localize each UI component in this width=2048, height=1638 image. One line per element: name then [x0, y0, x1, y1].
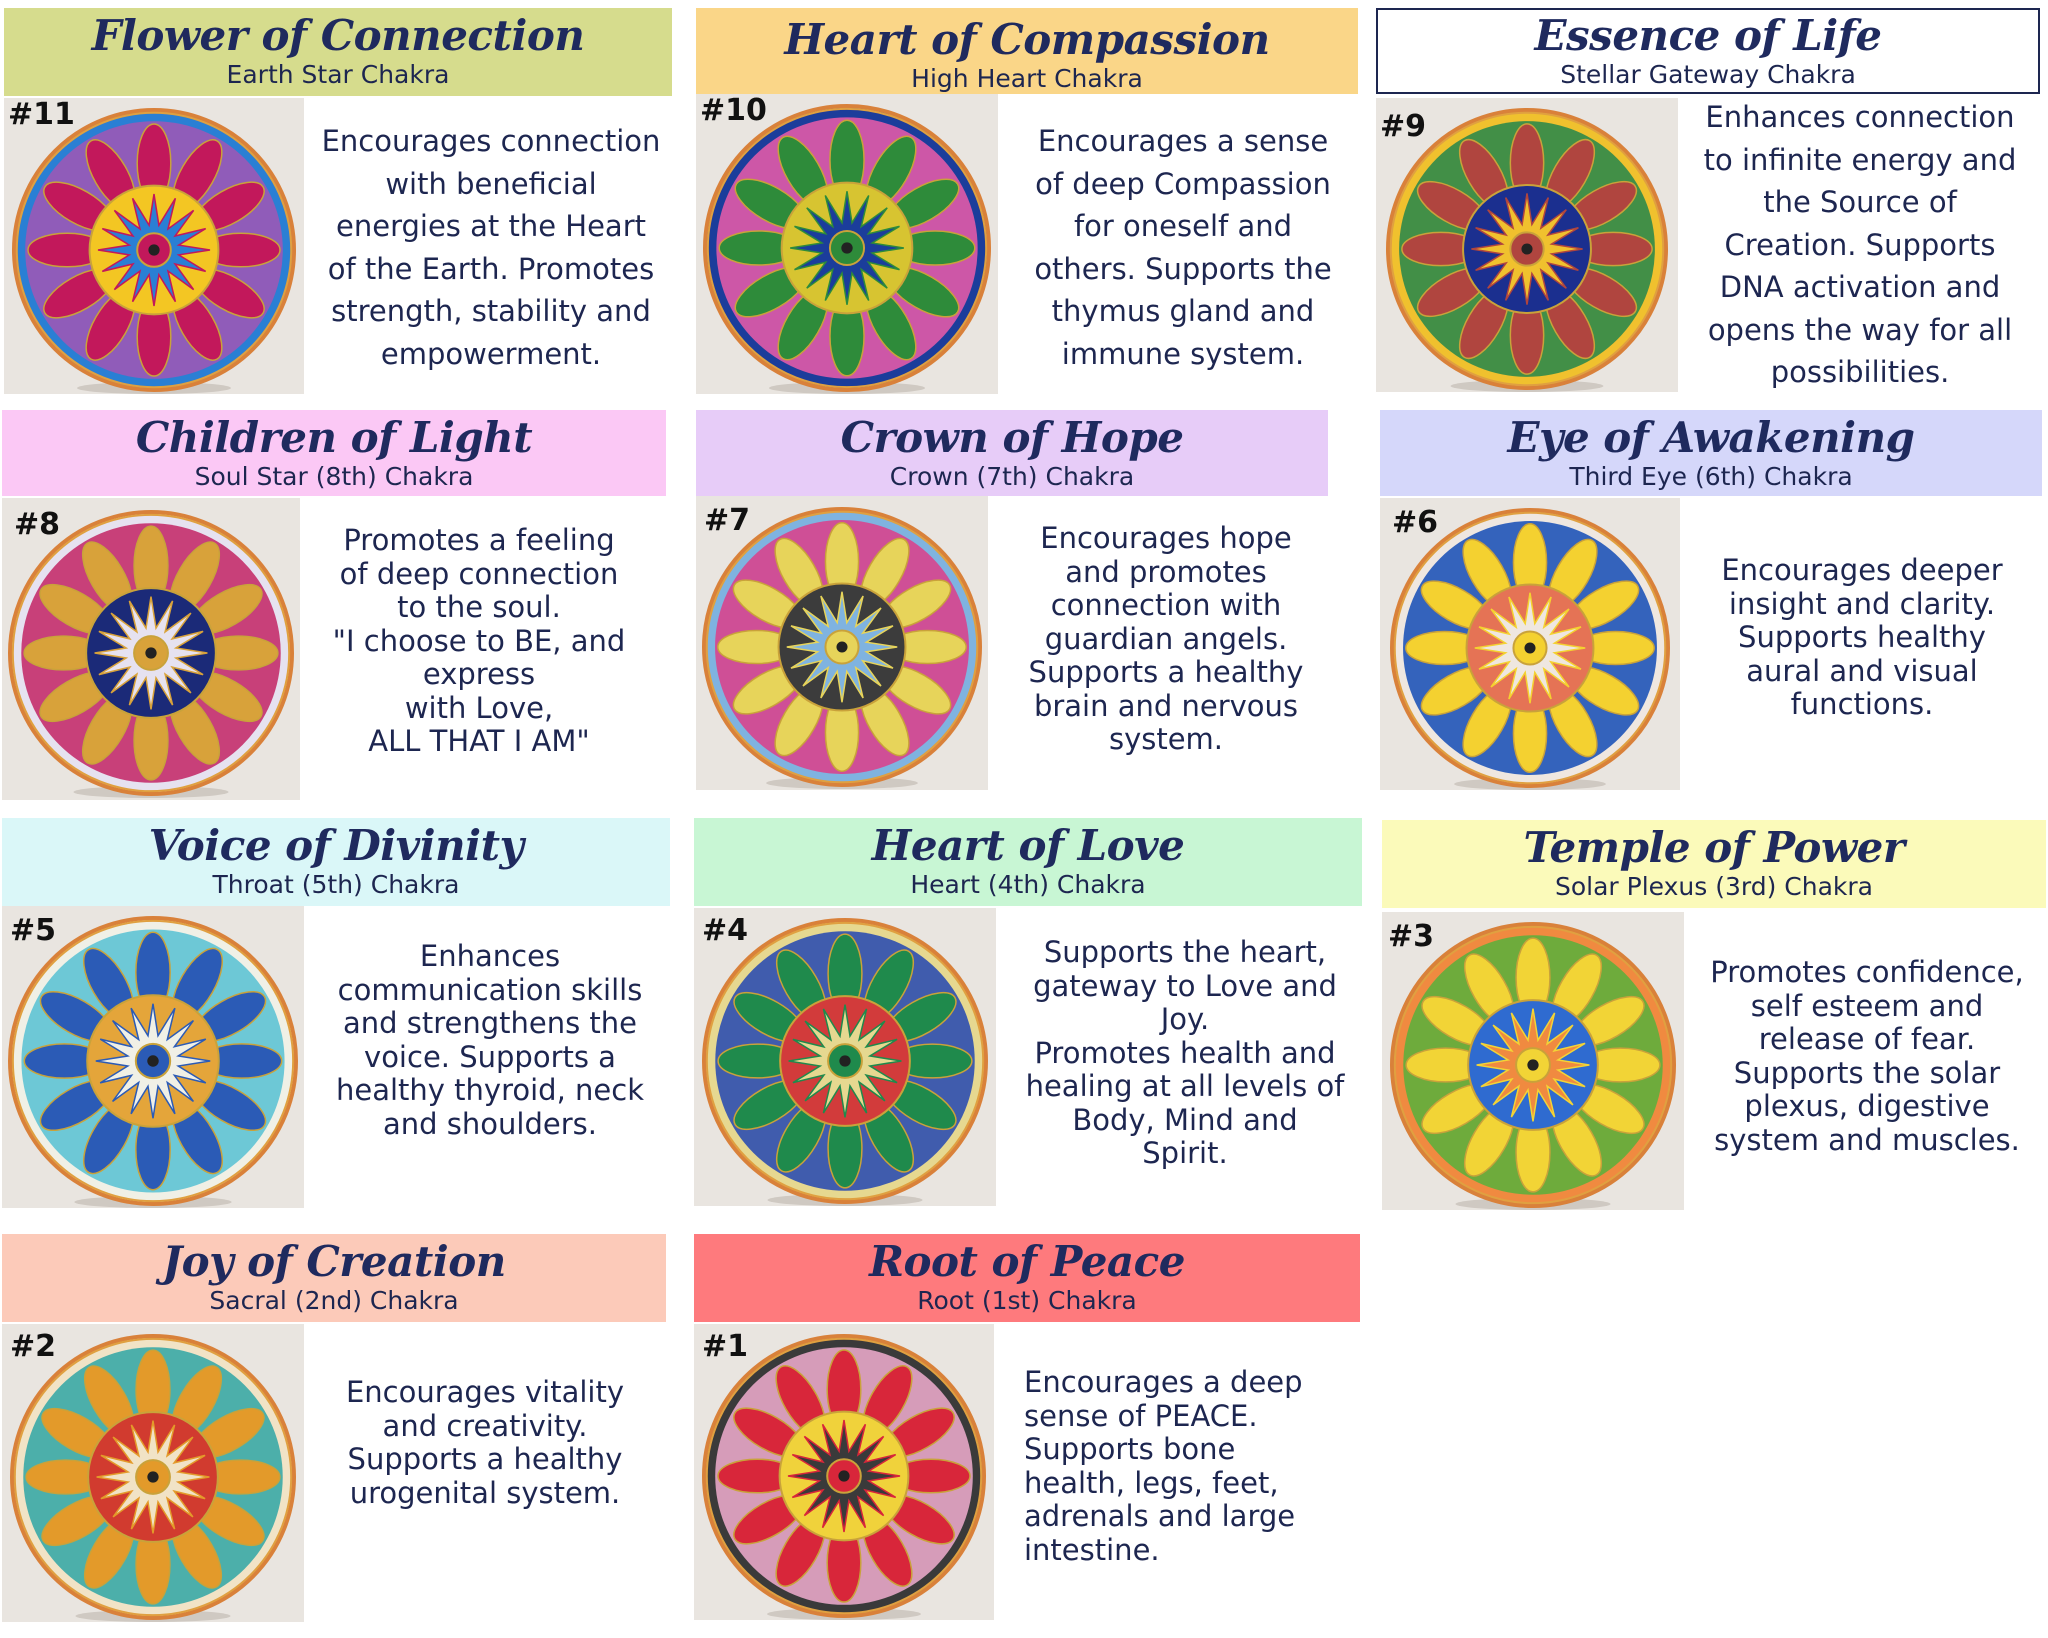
card-banner: Flower of Connection Earth Star Chakra: [4, 8, 672, 96]
plate-photo: #1: [694, 1324, 994, 1620]
card-banner: Heart of Compassion High Heart Chakra: [696, 8, 1358, 94]
plate-photo: #11: [4, 98, 304, 394]
plate-number: #5: [10, 913, 57, 948]
card-title: Heart of Love: [871, 821, 1185, 870]
mandala-plate-image: [8, 510, 294, 798]
mandala-plate-image: [702, 507, 982, 789]
card-eye-of-awakening: Eye of Awakening Third Eye (6th) Chakra …: [1380, 410, 2042, 794]
plate-number: #2: [10, 1329, 57, 1364]
plate-number: #8: [14, 507, 61, 542]
card-essence-of-life: Essence of Life Stellar Gateway Chakra #…: [1376, 8, 2040, 392]
card-subtitle: Earth Star Chakra: [226, 60, 450, 89]
card-banner: Joy of Creation Sacral (2nd) Chakra: [2, 1234, 666, 1322]
card-title: Joy of Creation: [162, 1237, 506, 1286]
plate-photo: #9: [1376, 98, 1678, 392]
mandala-plate-image: [703, 104, 991, 394]
card-root-of-peace: Root of Peace Root (1st) Chakra #1 Encou…: [694, 1234, 1360, 1624]
card-title: Eye of Awakening: [1507, 413, 1915, 462]
card-banner: Essence of Life Stellar Gateway Chakra: [1376, 8, 2040, 94]
mandala-plate-image: [1390, 922, 1676, 1210]
card-banner: Crown of Hope Crown (7th) Chakra: [696, 410, 1328, 496]
card-description: Encourages vitality and creativity. Supp…: [345, 1375, 625, 1510]
card-subtitle: Heart (4th) Chakra: [910, 870, 1146, 899]
plate-photo: #2: [2, 1324, 304, 1622]
card-banner: Voice of Divinity Throat (5th) Chakra: [2, 818, 670, 906]
plate-number: #11: [8, 98, 75, 132]
mandala-plate-image: [1386, 108, 1668, 392]
plate-number: #3: [1388, 919, 1435, 954]
plate-photo: #7: [696, 496, 988, 790]
card-subtitle: Crown (7th) Chakra: [889, 462, 1135, 491]
card-description: Encourages a sense of deep Compassion fo…: [1034, 124, 1332, 371]
card-voice-of-divinity: Voice of Divinity Throat (5th) Chakra #5…: [2, 818, 670, 1210]
card-subtitle: Stellar Gateway Chakra: [1560, 60, 1856, 89]
mandala-plate-image: [1390, 508, 1670, 790]
card-crown-of-hope: Crown of Hope Crown (7th) Chakra #7 Enco…: [696, 410, 1328, 794]
card-subtitle: Sacral (2nd) Chakra: [209, 1286, 459, 1315]
mandala-plate-image: [12, 108, 296, 394]
plate-number: #9: [1380, 109, 1427, 144]
card-banner: Heart of Love Heart (4th) Chakra: [694, 818, 1362, 906]
card-description: Encourages a deep sense of PEACE. Suppor…: [1024, 1365, 1303, 1567]
mandala-plate-image: [702, 918, 988, 1206]
mandala-plate-image: [10, 1334, 296, 1622]
card-description: Encourages hope and promotes connection …: [1028, 521, 1304, 756]
card-subtitle: Third Eye (6th) Chakra: [1569, 462, 1853, 491]
plate-number: #4: [702, 913, 749, 948]
plate-photo: #4: [694, 908, 996, 1206]
plate-photo: #5: [2, 906, 304, 1208]
card-heart-of-compassion: Heart of Compassion High Heart Chakra #1…: [696, 8, 1358, 394]
mandala-plate-image: [702, 1334, 986, 1620]
card-banner: Root of Peace Root (1st) Chakra: [694, 1234, 1360, 1322]
card-subtitle: Throat (5th) Chakra: [212, 870, 460, 899]
plate-number: #1: [702, 1329, 749, 1364]
card-banner: Temple of Power Solar Plexus (3rd) Chakr…: [1382, 820, 2046, 908]
card-description: Enhances connection to infinite energy a…: [1703, 100, 2017, 389]
card-subtitle: Soul Star (8th) Chakra: [194, 462, 474, 491]
plate-photo: #3: [1382, 912, 1684, 1210]
card-description: Promotes confidence, self esteem and rel…: [1710, 955, 2024, 1157]
card-flower-of-connection: Flower of Connection Earth Star Chakra #…: [4, 8, 672, 394]
card-title: Flower of Connection: [91, 11, 585, 60]
card-description: Promotes a feeling of deep connection to…: [332, 523, 626, 758]
card-title: Root of Peace: [869, 1237, 1185, 1286]
card-subtitle: Root (1st) Chakra: [917, 1286, 1137, 1315]
card-title: Temple of Power: [1523, 823, 1905, 872]
mandala-plate-image: [8, 916, 298, 1208]
plate-photo: #6: [1380, 498, 1680, 790]
card-title: Voice of Divinity: [148, 821, 524, 870]
card-title: Heart of Compassion: [784, 15, 1270, 64]
card-title: Crown of Hope: [840, 413, 1184, 462]
plate-number: #10: [700, 94, 767, 128]
plate-number: #7: [704, 503, 751, 538]
card-joy-of-creation: Joy of Creation Sacral (2nd) Chakra #2 E…: [2, 1234, 666, 1624]
card-heart-of-love: Heart of Love Heart (4th) Chakra #4 Supp…: [694, 818, 1362, 1210]
card-title: Essence of Life: [1534, 11, 1882, 60]
card-subtitle: Solar Plexus (3rd) Chakra: [1555, 872, 1873, 901]
plate-photo: #8: [2, 498, 300, 800]
plate-photo: #10: [696, 94, 998, 394]
card-banner: Eye of Awakening Third Eye (6th) Chakra: [1380, 410, 2042, 496]
card-title: Children of Light: [135, 413, 533, 462]
card-description: Encourages connection with beneficial en…: [321, 124, 661, 371]
card-subtitle: High Heart Chakra: [911, 64, 1143, 93]
card-children-of-light: Children of Light Soul Star (8th) Chakra…: [2, 410, 666, 802]
plate-number: #6: [1392, 505, 1439, 540]
card-description: Supports the heart, gateway to Love and …: [1025, 935, 1345, 1170]
card-temple-of-power: Temple of Power Solar Plexus (3rd) Chakr…: [1382, 820, 2046, 1212]
card-description: Enhances communication skills and streng…: [336, 939, 644, 1141]
card-description: Encourages deeper insight and clarity. S…: [1721, 553, 2003, 721]
card-banner: Children of Light Soul Star (8th) Chakra: [2, 410, 666, 496]
